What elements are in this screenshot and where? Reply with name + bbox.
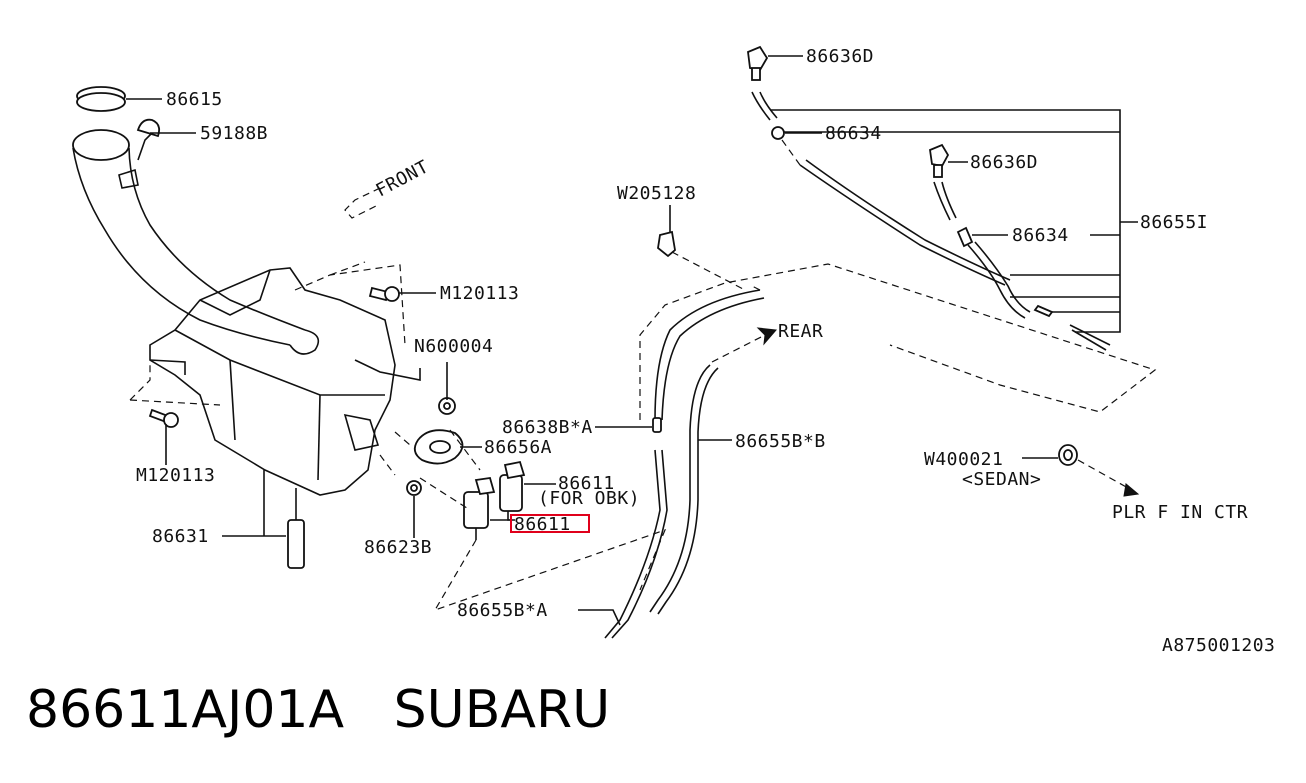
label-86631: 86631 (152, 526, 209, 547)
label-diagram-code: A875001203 (1162, 635, 1275, 656)
washer-motor (463, 476, 496, 540)
label-w205128: W205128 (617, 183, 696, 204)
caption-brand: SUBARU (393, 680, 611, 740)
label-86611-obk: 86611 (558, 473, 615, 494)
hose-front (604, 289, 765, 639)
label-w400021: W400021 (924, 449, 1003, 470)
label-front: FRONT (372, 156, 432, 201)
front-arrow (344, 187, 381, 219)
label-86655i: 86655I (1140, 212, 1208, 233)
label-86636d-mid: 86636D (970, 152, 1038, 173)
label-86636d-top: 86636D (806, 46, 874, 67)
fasteners (148, 286, 456, 496)
label-86656a: 86656A (484, 437, 552, 458)
label-59188b: 59188B (200, 123, 268, 144)
label-86638b-a: 86638B*A (502, 417, 593, 438)
label-sedan: <SEDAN> (962, 469, 1041, 490)
label-86655b-a: 86655B*A (457, 600, 548, 621)
label-rear: REAR (778, 321, 823, 342)
target-part-highlight (510, 514, 590, 533)
rear-nozzle-area (747, 45, 1121, 351)
washer-motor-obk (499, 460, 526, 521)
label-m120113-left: M120113 (136, 465, 215, 486)
label-n600004: N600004 (414, 336, 493, 357)
label-86615: 86615 (166, 89, 223, 110)
hose-rear (649, 364, 719, 615)
label-86655b-b: 86655B*B (735, 431, 826, 452)
caption-part-number: 86611AJ01A (26, 680, 345, 740)
washer-system-drawing: 86615 59188B FRONT M120113 N600004 M1201… (72, 45, 1275, 656)
clamp-part (657, 230, 676, 258)
label-m120113-top: M120113 (440, 283, 519, 304)
label-86611-target: 86611 (514, 514, 571, 535)
hose-clip-part (652, 417, 662, 433)
part-caption: 86611AJ01A SUBARU (26, 680, 610, 740)
part-labels: 86615 59188B FRONT M120113 N600004 M1201… (136, 46, 1275, 656)
drain-hose-part (287, 519, 305, 569)
label-86623b: 86623B (364, 537, 432, 558)
label-for-obk: (FOR OBK) (538, 488, 640, 509)
grommet-part (413, 429, 464, 465)
label-86634-mid: 86634 (1012, 225, 1069, 246)
washer-tank (72, 86, 421, 569)
label-86634-top: 86634 (825, 123, 882, 144)
leader-lines (126, 55, 1138, 626)
cap-part (136, 118, 161, 138)
label-plr-f-in-ctr: PLR F IN CTR (1112, 502, 1248, 523)
